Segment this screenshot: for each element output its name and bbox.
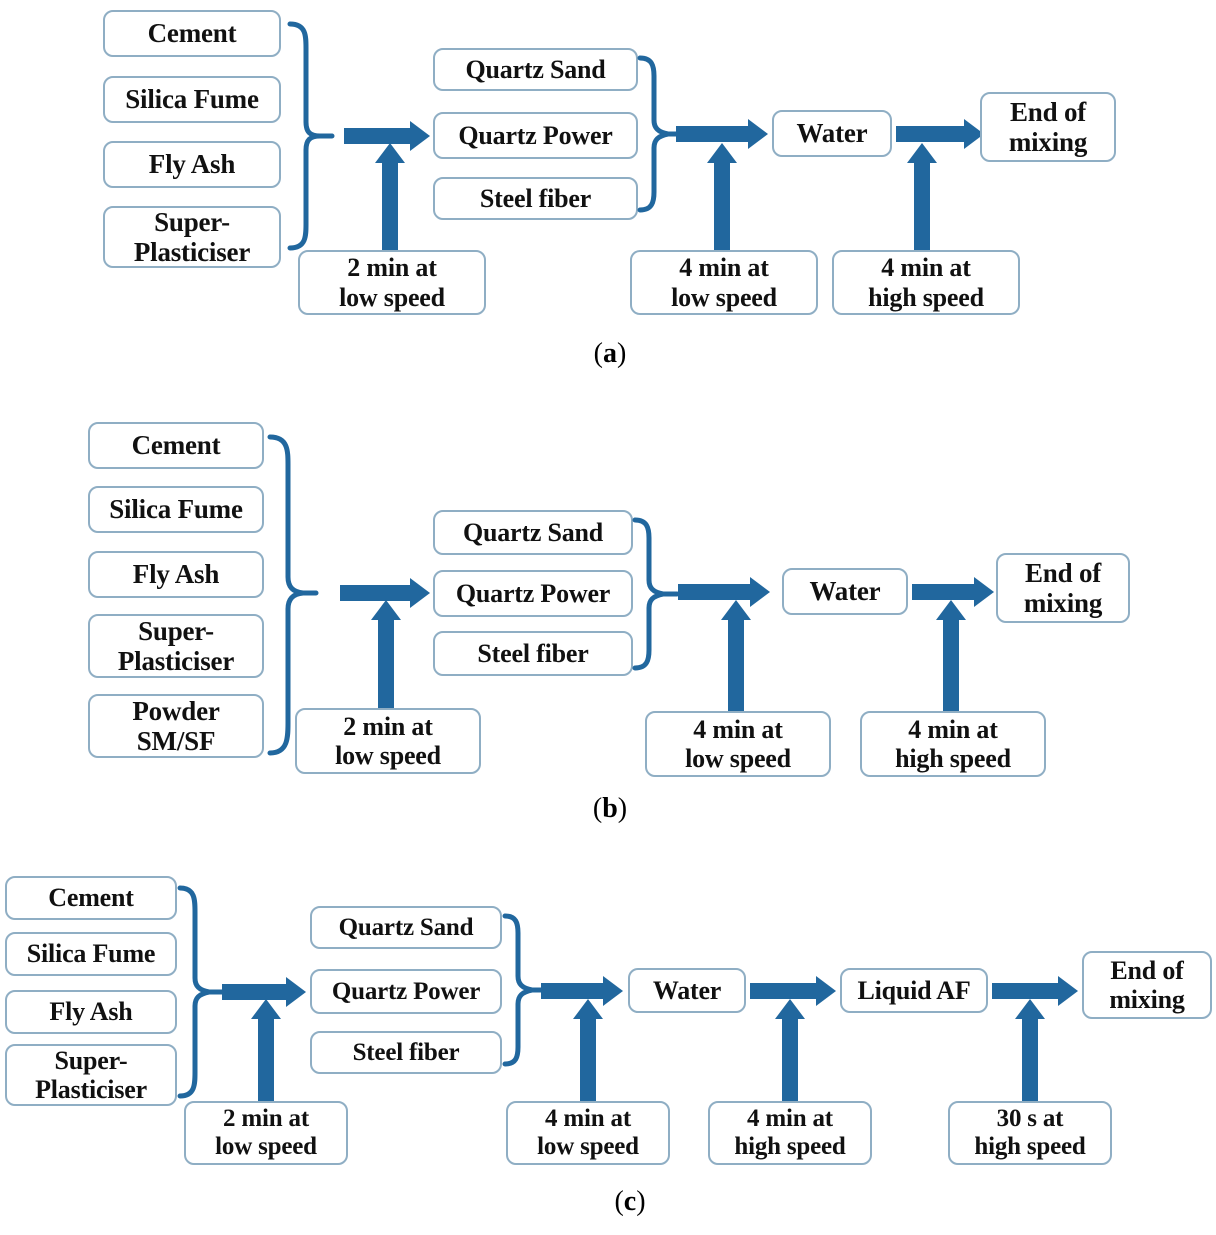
brace-ingredients-left [177,885,227,1099]
aggregate-box-steel-fiber: Steel fiber [433,177,638,220]
stage-box-liquid-af: Liquid AF [840,968,988,1013]
timing-box-2min-low-speed: 2 min at low speed [184,1101,348,1165]
ingredient-box-silica-fume: Silica Fume [103,76,281,123]
ingredient-box-silica-fume: Silica Fume [88,486,264,533]
stage-box-water: Water [772,110,892,157]
stage-box-end-of-mixing: End of mixing [996,553,1130,623]
aggregate-box-quartz-power: Quartz Power [310,969,502,1014]
ingredient-box-cement: Cement [103,10,281,57]
caption-letter-c: c [623,1186,637,1217]
ingredient-box-powder-sm-sf: Powder SM/SF [88,694,264,758]
timing-box-4min-low-speed: 4 min at low speed [506,1101,670,1165]
timing-box-2min-low-speed: 2 min at low speed [298,250,486,315]
timing-box-4min-low-speed: 4 min at low speed [630,250,818,315]
aggregate-box-steel-fiber: Steel fiber [310,1031,502,1074]
caption-letter-a: a [603,338,617,369]
caption-letter-b: b [602,793,618,824]
ingredient-box-super-plasticiser: Super- Plasticiser [103,206,281,268]
timing-box-30s-high-speed: 30 s at high speed [948,1101,1112,1165]
timing-box-4min-high-speed: 4 min at high speed [860,711,1046,777]
stage-box-water: Water [628,968,746,1013]
aggregate-box-steel-fiber: Steel fiber [433,631,633,676]
ingredient-box-cement: Cement [88,422,264,469]
stage-box-end-of-mixing: End of mixing [980,92,1116,162]
panel-caption-c: (c) [614,1186,646,1217]
ingredient-box-super-plasticiser: Super- Plasticiser [88,614,264,678]
ingredient-box-fly-ash: Fly Ash [103,141,281,188]
timing-box-2min-low-speed: 2 min at low speed [295,708,481,774]
ingredient-box-fly-ash: Fly Ash [88,551,264,598]
panel-caption-a: (a) [593,338,627,369]
brace-ingredients-left [287,21,335,251]
ingredient-box-super-plasticiser: Super- Plasticiser [5,1044,177,1106]
stage-box-water: Water [782,568,908,615]
stage-box-end-of-mixing: End of mixing [1082,951,1212,1019]
ingredient-box-silica-fume: Silica Fume [5,932,177,976]
timing-box-4min-low-speed: 4 min at low speed [645,711,831,777]
ingredient-box-cement: Cement [5,876,177,920]
panel-a: Cement Silica Fume Fly Ash Super- Plasti… [0,0,1216,390]
brace-aggregates-right [632,517,680,671]
panel-b: Cement Silica Fume Fly Ash Super- Plasti… [0,415,1216,835]
panel-caption-b: (b) [592,793,628,824]
aggregate-box-quartz-sand: Quartz Sand [310,906,502,949]
ingredient-box-fly-ash: Fly Ash [5,990,177,1034]
timing-box-4min-high-speed: 4 min at high speed [708,1101,872,1165]
aggregate-box-quartz-sand: Quartz Sand [433,510,633,555]
aggregate-box-quartz-power: Quartz Power [433,112,638,159]
aggregate-box-quartz-power: Quartz Power [433,570,633,617]
brace-ingredients-left [267,434,319,756]
panel-c: Cement Silica Fume Fly Ash Super- Plasti… [0,868,1216,1235]
aggregate-box-quartz-sand: Quartz Sand [433,48,638,91]
timing-box-4min-high-speed: 4 min at high speed [832,250,1020,315]
